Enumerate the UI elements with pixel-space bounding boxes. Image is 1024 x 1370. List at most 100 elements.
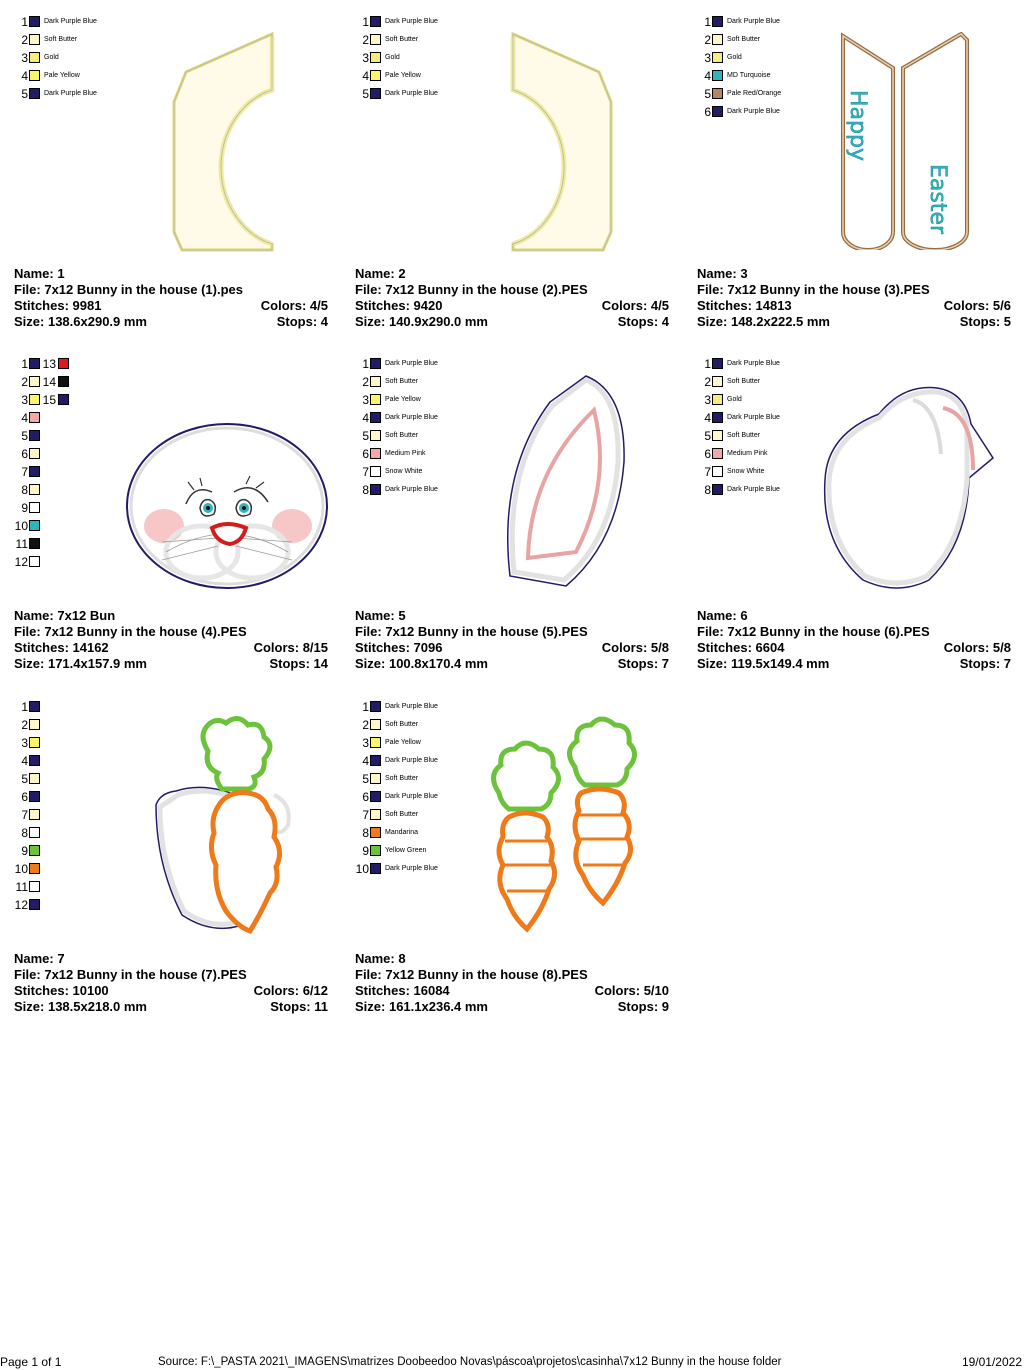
thread-row: 9 — [14, 500, 134, 518]
design-name: 3 — [740, 266, 748, 281]
thread-number: 13 — [42, 357, 56, 371]
thread-name: Dark Purple Blue — [385, 414, 438, 421]
stop-count: 9 — [661, 999, 669, 1014]
thread-swatch — [58, 358, 69, 369]
thread-name: Medium Pink — [385, 450, 426, 457]
thread-name: Dark Purple Blue — [385, 90, 438, 97]
thread-name: Gold — [44, 54, 59, 61]
thread-name: Soft Butter — [385, 721, 419, 728]
thread-swatch — [29, 466, 40, 477]
thread-name: Yellow Green — [385, 847, 427, 854]
thread-number: 6 — [704, 105, 711, 119]
design-size: 171.4x157.9 mm — [47, 656, 147, 671]
thread-swatch — [29, 809, 40, 820]
thread-swatch — [370, 394, 381, 405]
thread-number: 6 — [21, 790, 28, 804]
stitch-count: 7096 — [413, 640, 443, 655]
thread-name: Dark Purple Blue — [727, 486, 780, 493]
thread-swatch — [370, 701, 381, 712]
thread-swatch — [29, 430, 40, 441]
thread-swatch — [29, 394, 40, 405]
thread-swatch — [29, 881, 40, 892]
thread-name: Soft Butter — [727, 36, 761, 43]
happy-text: Happy — [845, 90, 870, 161]
thread-name: Dark Purple Blue — [385, 703, 438, 710]
thread-number: 7 — [362, 808, 369, 822]
thread-row: 9 — [14, 843, 134, 861]
thread-number: 10 — [14, 519, 28, 533]
design-name: 6 — [740, 608, 748, 623]
thread-swatch — [29, 773, 40, 784]
thread-swatch — [29, 34, 40, 45]
thread-name: Medium Pink — [727, 450, 768, 457]
design-file: 7x12 Bunny in the house (4).PES — [44, 624, 247, 639]
thread-number: 5 — [21, 772, 28, 786]
thread-swatch — [29, 556, 40, 567]
thread-swatch — [370, 412, 381, 423]
color-count: 8/15 — [302, 640, 328, 655]
thread-number: 4 — [21, 754, 28, 768]
design-name: 5 — [398, 608, 406, 623]
thread-name: Dark Purple Blue — [385, 486, 438, 493]
thread-number: 8 — [362, 483, 369, 497]
thread-name: Dark Purple Blue — [385, 360, 438, 367]
thread-row: 10 — [14, 518, 134, 536]
thread-number: 5 — [362, 87, 369, 101]
stop-count: 7 — [661, 656, 669, 671]
thread-number: 7 — [21, 465, 28, 479]
color-count: 5/6 — [992, 298, 1011, 313]
thread-row: 8 — [14, 825, 134, 843]
thread-number: 1 — [21, 15, 28, 29]
thread-number: 4 — [704, 411, 711, 425]
thread-number: 5 — [362, 772, 369, 786]
thread-number: 2 — [704, 33, 711, 47]
thread-number: 2 — [704, 375, 711, 389]
thread-number: 8 — [362, 826, 369, 840]
thread-swatch — [29, 52, 40, 63]
thread-swatch — [712, 430, 723, 441]
thread-number: 15 — [42, 393, 56, 407]
thread-swatch — [712, 448, 723, 459]
thread-row: 5 Dark Purple Blue — [355, 86, 475, 104]
thread-name: Dark Purple Blue — [385, 757, 438, 764]
thread-name: Dark Purple Blue — [727, 18, 780, 25]
thread-name: Soft Butter — [385, 36, 419, 43]
thread-name: Dark Purple Blue — [727, 108, 780, 115]
stitch-count: 6604 — [755, 640, 785, 655]
thread-row: 11 — [14, 536, 134, 554]
thread-name: Pale Yellow — [385, 396, 421, 403]
stop-count: 14 — [313, 656, 328, 671]
thread-number: 3 — [704, 393, 711, 407]
thread-number: 7 — [362, 465, 369, 479]
thread-number: 2 — [21, 718, 28, 732]
design-file: 7x12 Bunny in the house (8).PES — [385, 967, 588, 982]
thread-swatch — [712, 394, 723, 405]
thread-number: 10 — [355, 862, 369, 876]
thread-swatch — [712, 16, 723, 27]
thread-number: 10 — [14, 862, 28, 876]
thread-swatch — [29, 16, 40, 27]
thread-row: 6 — [14, 789, 134, 807]
stitch-count: 16084 — [413, 983, 450, 998]
thread-number: 4 — [21, 411, 28, 425]
thread-row: 5 — [14, 428, 134, 446]
thread-swatch — [370, 376, 381, 387]
thread-swatch — [29, 701, 40, 712]
